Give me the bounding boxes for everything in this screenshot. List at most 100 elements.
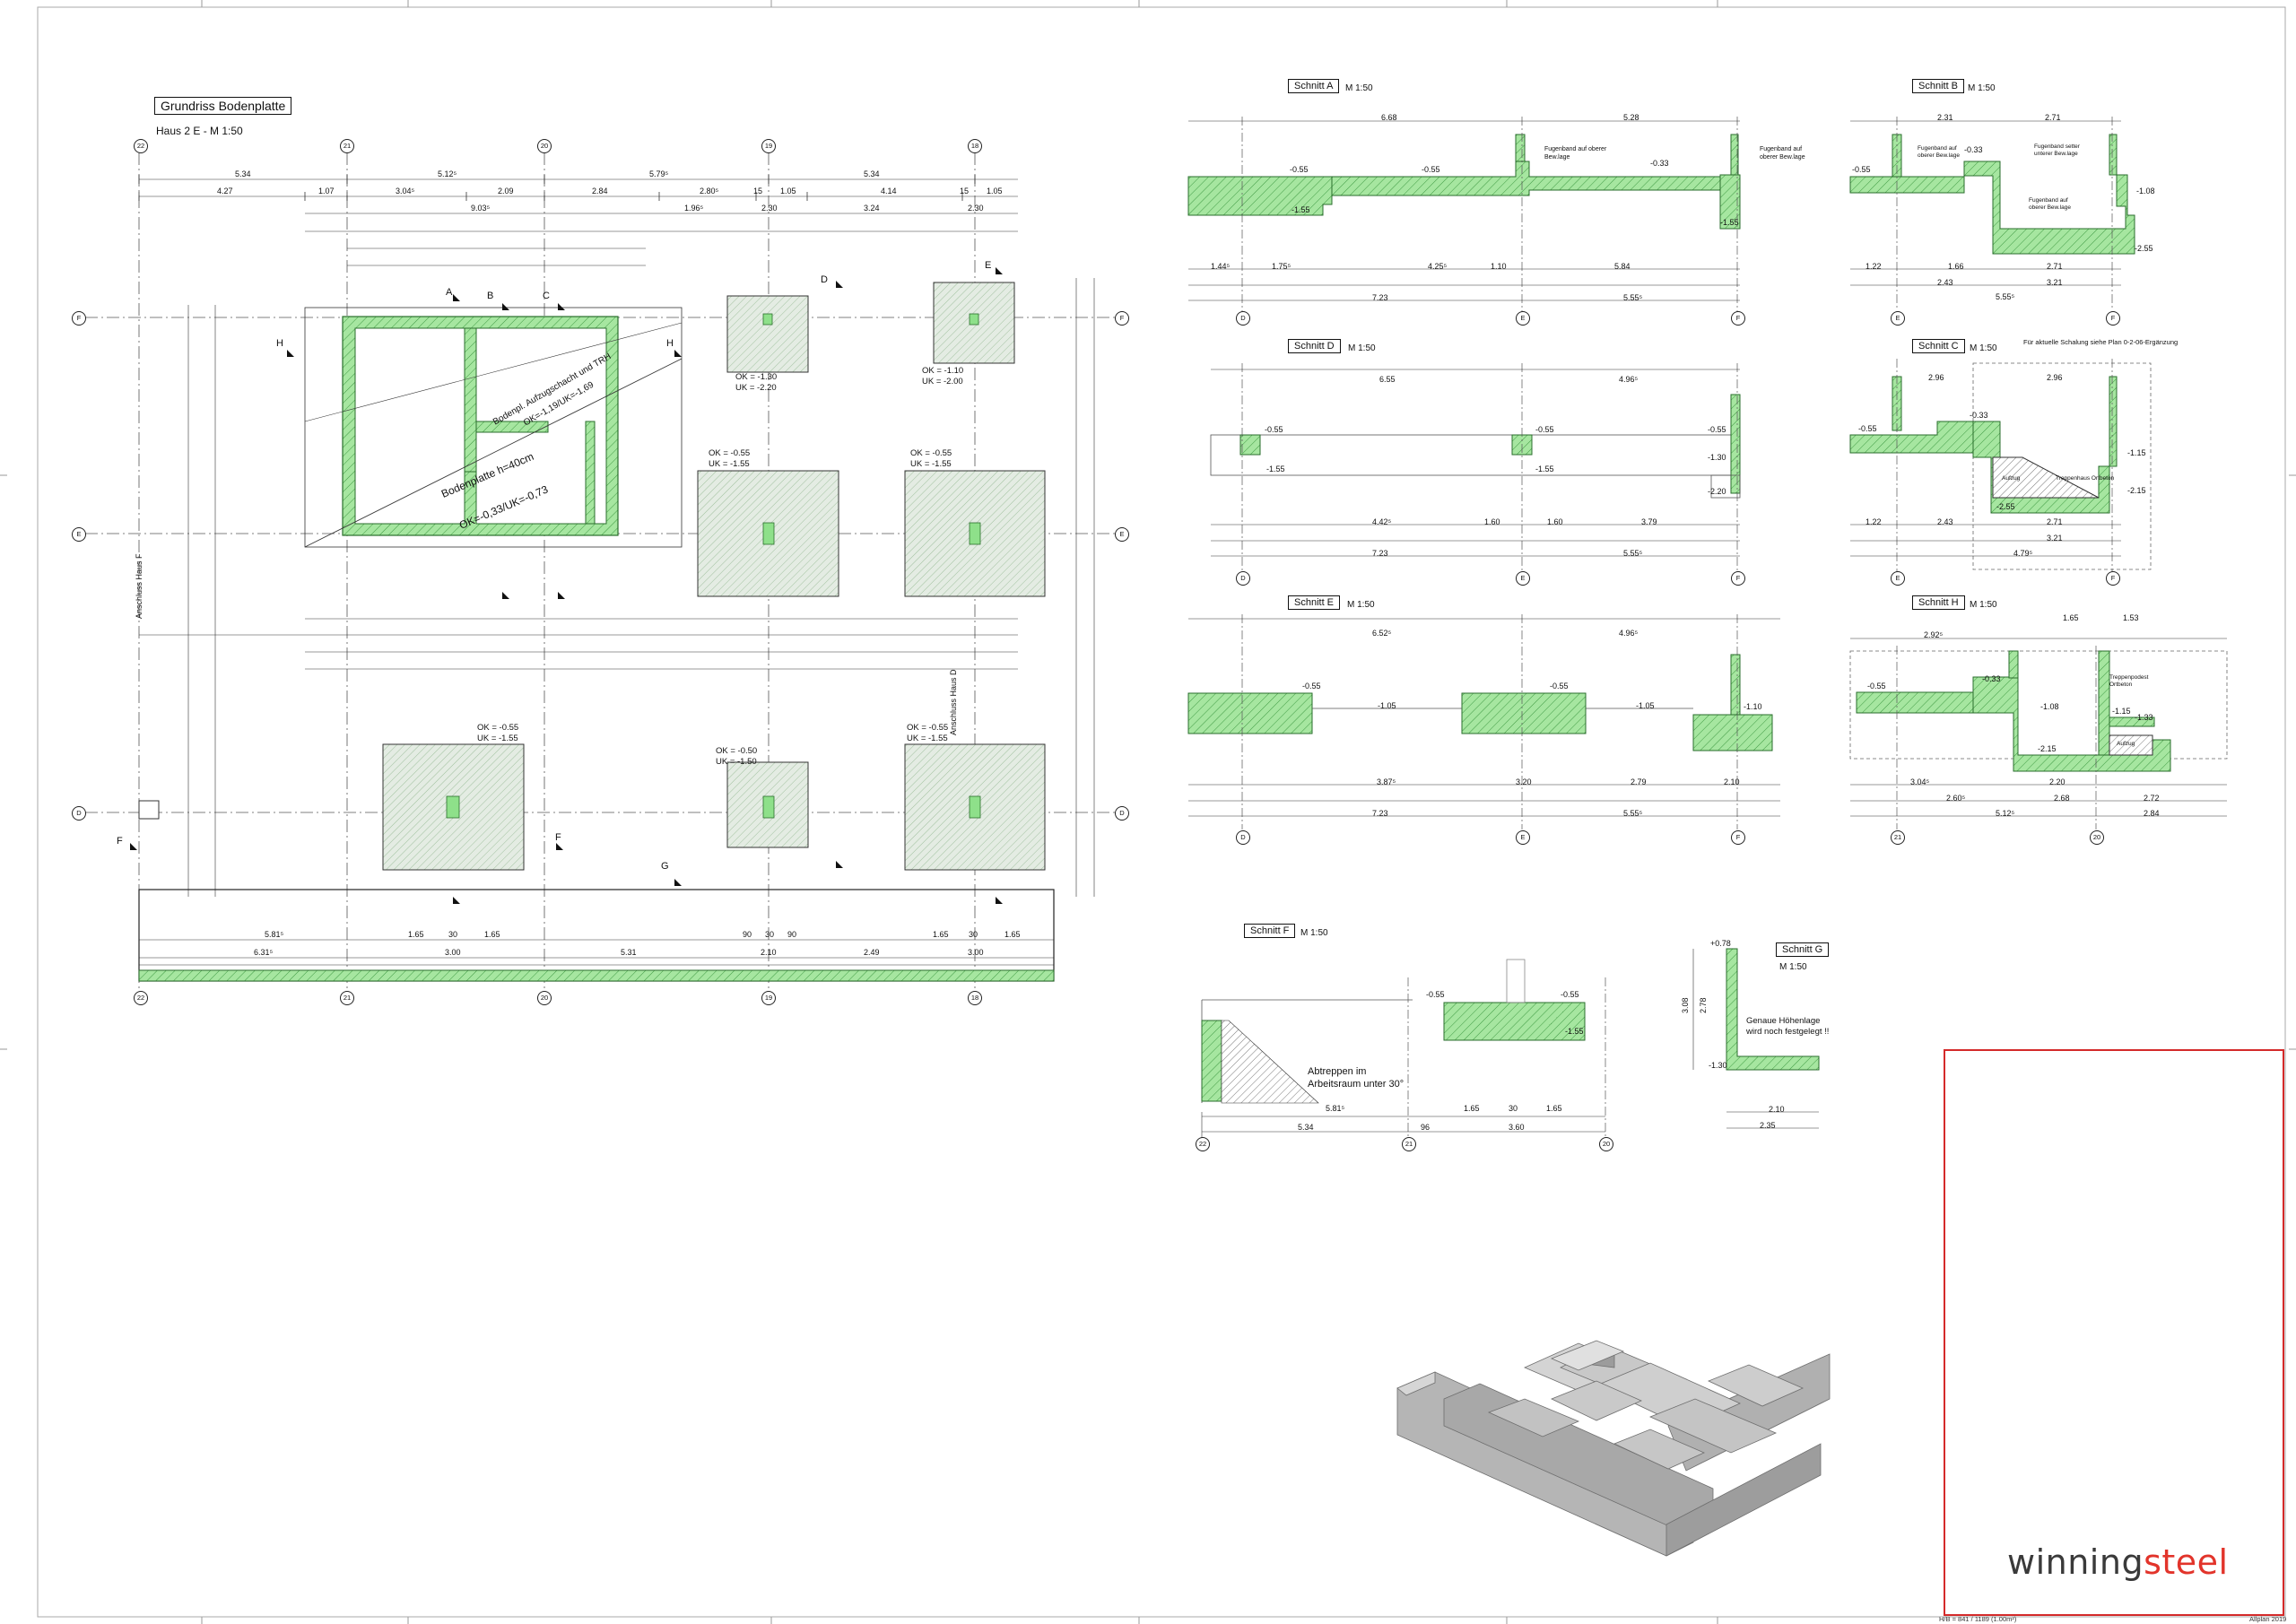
level-label: -2.15 — [2127, 486, 2146, 495]
level-label: -0.55 — [1550, 682, 1569, 690]
dim-text: 4.25⁵ — [1428, 262, 1448, 271]
dim-text: 4.27 — [217, 187, 233, 195]
plan-subtitle: Haus 2 E - M 1:50 — [156, 125, 243, 137]
dim-text: 5.28 — [1623, 113, 1639, 122]
dim-text: 3.00 — [445, 948, 461, 957]
section-b-title: Schnitt B — [1912, 79, 1965, 93]
axis-label: 20 — [537, 139, 552, 153]
section-d-scale: M 1:50 — [1348, 343, 1376, 353]
section-f-title: Schnitt F — [1244, 924, 1296, 938]
dim-text: 1.75⁵ — [1272, 262, 1292, 271]
dim-text: 3.79 — [1641, 517, 1657, 526]
dim-text: 1.53 — [2123, 613, 2139, 622]
dim-text: 2.80⁵ — [700, 187, 719, 195]
dim-text: 2.43 — [1937, 278, 1953, 287]
schnitt-d-drawing — [1210, 363, 1741, 574]
dim-text: 1.44⁵ — [1211, 262, 1231, 271]
dim-text: 2.71 — [2045, 113, 2061, 122]
dim-text: 2.71 — [2047, 262, 2063, 271]
level-label: -2.55 — [2135, 244, 2153, 253]
dim-text: 5.55⁵ — [1623, 549, 1643, 558]
dim-text: 1.66 — [1948, 262, 1964, 271]
dim-text: 30 — [448, 930, 458, 939]
sheet-border — [37, 6, 2286, 1618]
level-label: -1.05 — [1378, 701, 1396, 710]
level-label: -0.33 — [1970, 411, 1988, 420]
dim-text: 1.07 — [318, 187, 335, 195]
dim-text: 3.04⁵ — [396, 187, 415, 195]
level-label: -2.20 — [1708, 487, 1726, 496]
section-note: Treppenpodest Ortbeton — [2109, 674, 2149, 688]
dim-text: 3.08 — [1681, 997, 1690, 1013]
dim-text: 7.23 — [1372, 293, 1388, 302]
dim-text: 1.60 — [1547, 517, 1563, 526]
level-label: -1.55 — [1292, 205, 1310, 214]
axis-label: 18 — [968, 139, 982, 153]
axis-label: F — [2106, 571, 2120, 586]
schnitt-b-drawing — [1849, 117, 2135, 309]
dim-text: 5.55⁵ — [1623, 293, 1643, 302]
section-mark-label: B — [487, 291, 494, 301]
dim-text: 2.68 — [2054, 794, 2070, 803]
section-markers — [130, 267, 1003, 904]
dim-text: 7.23 — [1372, 549, 1388, 558]
dim-text: 1.65 — [933, 930, 949, 939]
axis-label: F — [72, 311, 86, 326]
dim-text: 2.10 — [1769, 1105, 1785, 1114]
section-a-title: Schnitt A — [1288, 79, 1340, 93]
level-label: -1.30 — [1708, 453, 1726, 462]
dim-text: 4.14 — [881, 187, 897, 195]
section-mark-label: F — [117, 836, 123, 847]
level-label: -1.55 — [1720, 218, 1739, 227]
axis-label: 21 — [340, 139, 354, 153]
section-note: Aufzug — [2002, 475, 2021, 482]
axis-label: 19 — [761, 139, 776, 153]
section-c-title: Schnitt C — [1912, 339, 1965, 353]
dim-text: 1.65 — [2063, 613, 2079, 622]
axis-label: 20 — [1599, 1137, 1613, 1151]
section-mark-label: H — [666, 338, 674, 349]
dim-text: 2.10 — [1724, 777, 1740, 786]
axis-label: E — [1516, 830, 1530, 845]
axis-label: 21 — [1891, 830, 1905, 845]
section-g-scale: M 1:50 — [1779, 962, 1807, 972]
dim-text: 5.55⁵ — [1996, 292, 2015, 301]
section-a-scale: M 1:50 — [1345, 83, 1373, 93]
title-block-frame — [1944, 1049, 2284, 1616]
axis-label: 22 — [134, 991, 148, 1005]
level-label: -1.15 — [2112, 707, 2131, 716]
dim-text: 3.24 — [864, 204, 880, 213]
dim-text: 5.12⁵ — [1996, 809, 2015, 818]
axis-label: 22 — [1196, 1137, 1210, 1151]
dim-text: 2.09 — [498, 187, 514, 195]
schnitt-c-drawing — [1849, 359, 2152, 574]
level-label: -0.33 — [1982, 674, 2001, 683]
level-label: -0.33 — [1650, 159, 1669, 168]
level-label: -0.55 — [1858, 424, 1877, 433]
section-mark-label: A — [446, 287, 453, 298]
level-label: -1.55 — [1266, 465, 1285, 473]
dim-text: 6.31⁵ — [254, 948, 274, 957]
dim-text: 5.31 — [621, 948, 637, 957]
dim-text: 6.55 — [1379, 375, 1396, 384]
level-label: -1.08 — [2040, 702, 2059, 711]
section-mark-label: F — [555, 832, 561, 843]
schnitt-a-drawing — [1187, 117, 1741, 314]
dim-text: 2.79 — [1631, 777, 1647, 786]
section-mark-label: G — [661, 861, 669, 872]
section-note: Fugenband auf oberer Bew.lage — [2029, 197, 2071, 211]
dim-text: 7.23 — [1372, 809, 1388, 818]
dim-text: 3.87⁵ — [1377, 777, 1396, 786]
level-label: -0.55 — [1867, 682, 1886, 690]
level-label: -1.10 — [1744, 702, 1762, 711]
dim-text: 1.22 — [1866, 517, 1882, 526]
axis-label: E — [1891, 571, 1905, 586]
level-label: -0.55 — [1708, 425, 1726, 434]
dim-text: 3.60 — [1509, 1123, 1525, 1132]
